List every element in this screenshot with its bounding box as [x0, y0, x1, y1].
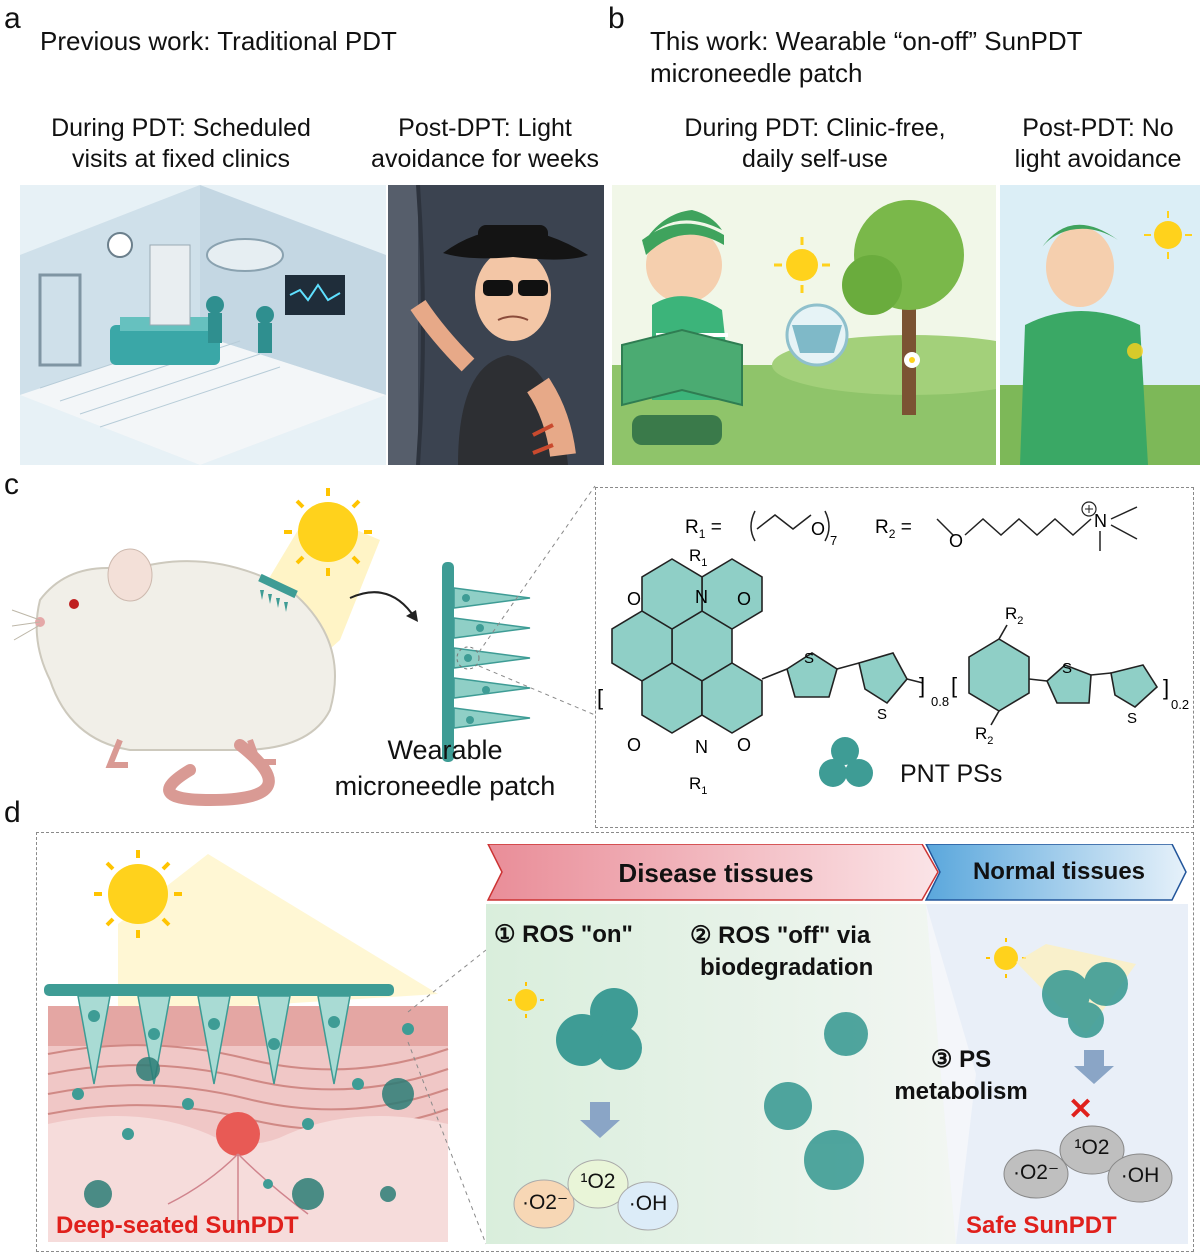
- caption-line: microneedle patch: [334, 771, 556, 801]
- ndi-carbonyl-o: O: [627, 735, 641, 755]
- benzene-r2-top: R2: [1005, 604, 1023, 627]
- step-line: metabolism: [894, 1078, 1028, 1105]
- step-3-label: ③ PS metabolism: [866, 1044, 1056, 1108]
- boy-standing-illustration: [1000, 185, 1200, 465]
- ndi-carbonyl-o: O: [627, 589, 641, 609]
- aggregate-particles: [1042, 962, 1128, 1038]
- light-avoidance-illustration: [388, 185, 604, 465]
- thiophene-s: S: [804, 650, 814, 667]
- ros-superoxide: ·O2⁻: [521, 1191, 569, 1214]
- mouse-patch-illustration: [10, 470, 600, 830]
- panel-a-title: Previous work: Traditional PDT: [40, 26, 397, 56]
- caption-line: During PDT: Clinic-free,: [684, 114, 946, 142]
- step-line: biodegradation: [700, 954, 874, 981]
- r2-nitrogen: N: [1094, 511, 1107, 531]
- ndi-top-n: N: [695, 587, 708, 607]
- sun-icon: [284, 488, 372, 576]
- structure-box: [595, 487, 1194, 828]
- panel-c-letter: c: [4, 468, 19, 501]
- ndi-bottom-n: N: [695, 737, 708, 757]
- chemical-structure: R1 = O 7 R2 = O N N N O O O O R1 R1: [597, 489, 1191, 825]
- ros-singlet-oxygen-blocked: ¹O2: [1074, 1136, 1110, 1159]
- ndi-carbonyl-o: O: [737, 589, 751, 609]
- caption-line: daily self-use: [742, 145, 888, 173]
- bracket-right: ]: [919, 673, 925, 698]
- sun-icon: [94, 850, 182, 938]
- thiophene-s: S: [1127, 710, 1137, 727]
- title-line: This work: Wearable “on-off” SunPDT: [650, 26, 1083, 56]
- panel-d-letter: d: [4, 796, 21, 829]
- ndi-bottom-r1: R1: [689, 774, 707, 797]
- caption-line: Post-DPT: Light: [398, 114, 572, 142]
- ros-singlet-oxygen: ¹O2: [580, 1170, 616, 1193]
- degraded-particles: [764, 1012, 868, 1190]
- mechanism-illustration: [486, 844, 1188, 1244]
- step-1-label: ① ROS "on": [494, 921, 633, 948]
- ros-superoxide-blocked: ·O2⁻: [1012, 1161, 1060, 1184]
- normal-tissues-label: Normal tissues: [972, 858, 1146, 885]
- r1-label: R1 =: [685, 517, 722, 541]
- disease-tissues-label: Disease tissues: [618, 858, 814, 888]
- ros-hydroxyl-blocked: ·OH: [1120, 1164, 1160, 1187]
- bracket-left: [: [597, 685, 603, 710]
- caption-line: visits at fixed clinics: [71, 145, 291, 173]
- title-line: microneedle patch: [650, 58, 863, 88]
- thiophene-s: S: [877, 706, 887, 723]
- panel-a-letter: a: [4, 2, 21, 35]
- caption-line: Wearable: [387, 735, 503, 765]
- clinic-illustration: [20, 185, 386, 465]
- patch-on-mouse: [258, 573, 298, 612]
- step-line: ② ROS "off" via: [690, 922, 871, 949]
- pnt-ps-spheres-icon: [819, 737, 873, 787]
- panel-b-title: This work: Wearable “on-off” SunPDT micr…: [650, 25, 1083, 89]
- r2-label: R2 =: [875, 517, 912, 541]
- sun-icon: [508, 982, 544, 1018]
- ndi-carbonyl-o: O: [737, 735, 751, 755]
- caption-line: avoidance for weeks: [371, 145, 599, 173]
- r2-oxygen: O: [949, 531, 963, 551]
- panel-b-right-caption: Post-PDT: No light avoidance: [996, 113, 1200, 175]
- caption-line: During PDT: Scheduled: [51, 114, 311, 142]
- benzene-r2-bottom: R2: [975, 724, 993, 747]
- r1-repeat: 7: [830, 533, 837, 548]
- caption-line: Post-PDT: No: [1022, 114, 1174, 142]
- skin-tissue-illustration: [38, 834, 488, 1248]
- step-line: ③ PS: [930, 1046, 992, 1073]
- safe-sunpdt-label: Safe SunPDT: [966, 1212, 1117, 1239]
- ps-spheres-icon: [556, 988, 642, 1070]
- r1-oxygen: O: [811, 519, 825, 539]
- caption-line: light avoidance: [1014, 145, 1182, 173]
- step-2-label: ② ROS "off" via biodegradation: [690, 920, 873, 984]
- subscript-08: 0.8: [931, 694, 949, 709]
- subscript-02: 0.2: [1171, 697, 1189, 712]
- pnt-label: PNT PSs: [900, 760, 1003, 788]
- ndi-top-r1: R1: [689, 546, 707, 569]
- panel-d-box: [36, 832, 1194, 1252]
- panel-b-left-caption: During PDT: Clinic-free, daily self-use: [640, 113, 990, 175]
- microneedle-patch: [442, 562, 531, 762]
- bracket-left: [: [951, 673, 957, 698]
- boy-reading-illustration: [612, 185, 996, 465]
- thiophene-s: S: [1062, 660, 1072, 677]
- panel-a-left-caption: During PDT: Scheduled visits at fixed cl…: [16, 113, 346, 175]
- cross-icon: ✕: [1068, 1093, 1094, 1126]
- ros-hydroxyl: ·OH: [628, 1192, 668, 1215]
- patch-label: Wearable microneedle patch: [330, 732, 560, 804]
- deep-seated-label: Deep-seated SunPDT: [56, 1212, 299, 1239]
- panel-a-right-caption: Post-DPT: Light avoidance for weeks: [340, 113, 630, 175]
- bracket-right: ]: [1163, 675, 1169, 700]
- panel-b-letter: b: [608, 2, 625, 35]
